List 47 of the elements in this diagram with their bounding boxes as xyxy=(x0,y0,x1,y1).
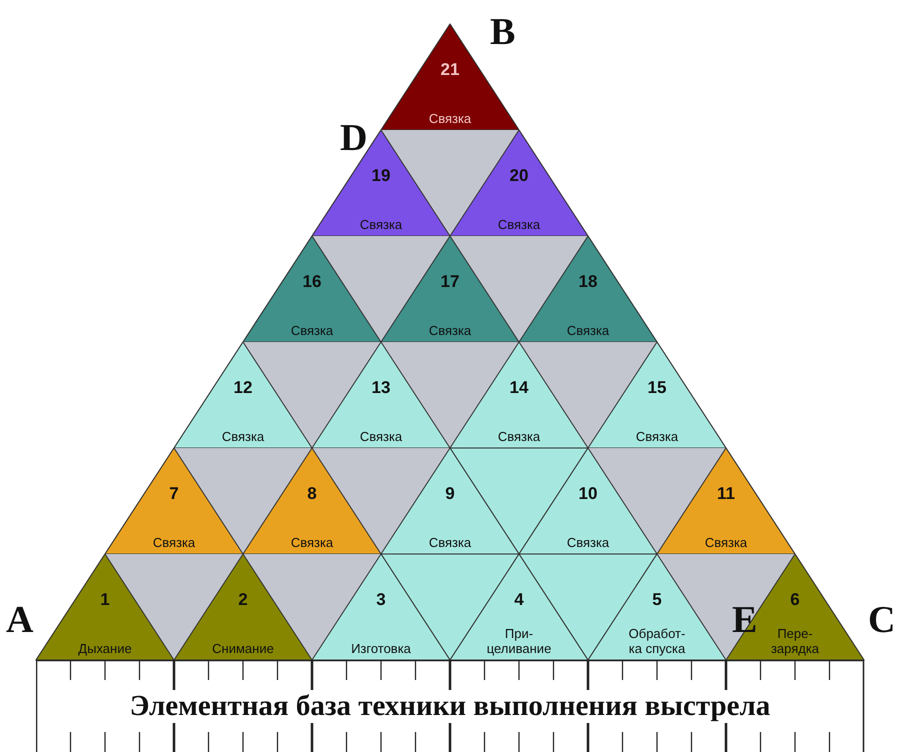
block-label: Связка xyxy=(428,535,472,550)
block-label: Снимание xyxy=(211,641,275,656)
block-number: 11 xyxy=(716,484,736,504)
block-label: Связка xyxy=(152,535,196,550)
block-number: 4 xyxy=(513,590,525,610)
block-number: 13 xyxy=(370,378,392,398)
vertex-letter: C xyxy=(868,598,896,642)
block-number: 10 xyxy=(578,484,598,504)
block-label: Связка xyxy=(428,111,472,126)
block-number: 8 xyxy=(306,484,318,504)
block-label: Связка xyxy=(290,535,334,550)
block-label: Связка xyxy=(634,429,680,444)
block-number: 1 xyxy=(99,590,111,610)
vertex-letter: D xyxy=(340,116,368,160)
block-label: Связка xyxy=(428,323,472,338)
block-label: Дыхание xyxy=(77,641,133,656)
block-number: 15 xyxy=(646,378,668,398)
block-number: 12 xyxy=(232,378,254,398)
block-label: Связка xyxy=(704,535,748,550)
block-label: При- целивание xyxy=(486,626,552,656)
block-number: 6 xyxy=(789,590,801,610)
block-label: Связка xyxy=(220,429,266,444)
block-label: Связка xyxy=(566,323,610,338)
block-label: Связка xyxy=(496,217,542,232)
block-label: Связка xyxy=(358,429,404,444)
block-number: 20 xyxy=(508,166,530,186)
block-label: Обработ- ка спуска xyxy=(628,626,686,656)
block-number: 18 xyxy=(578,272,598,292)
vertex-letter: B xyxy=(490,10,516,54)
block-number: 2 xyxy=(237,590,249,610)
block-label: Связка xyxy=(290,323,334,338)
block-label: Связка xyxy=(496,429,542,444)
block-number: 21 xyxy=(440,60,460,80)
block-label: Связка xyxy=(358,217,404,232)
vertex-letter: A xyxy=(6,598,34,642)
block-label: Связка xyxy=(566,535,610,550)
block-number: 7 xyxy=(168,484,180,504)
block-number: 17 xyxy=(440,272,460,292)
block-number: 9 xyxy=(444,484,456,504)
block-number: 3 xyxy=(375,590,387,610)
vertex-letter: E xyxy=(732,598,758,642)
block-number: 19 xyxy=(370,166,392,186)
block-label: Изготовка xyxy=(350,641,412,656)
block-number: 5 xyxy=(651,590,663,610)
block-number: 16 xyxy=(302,272,322,292)
block-number: 14 xyxy=(508,378,530,398)
block-label: Пере- зарядка xyxy=(770,626,820,656)
